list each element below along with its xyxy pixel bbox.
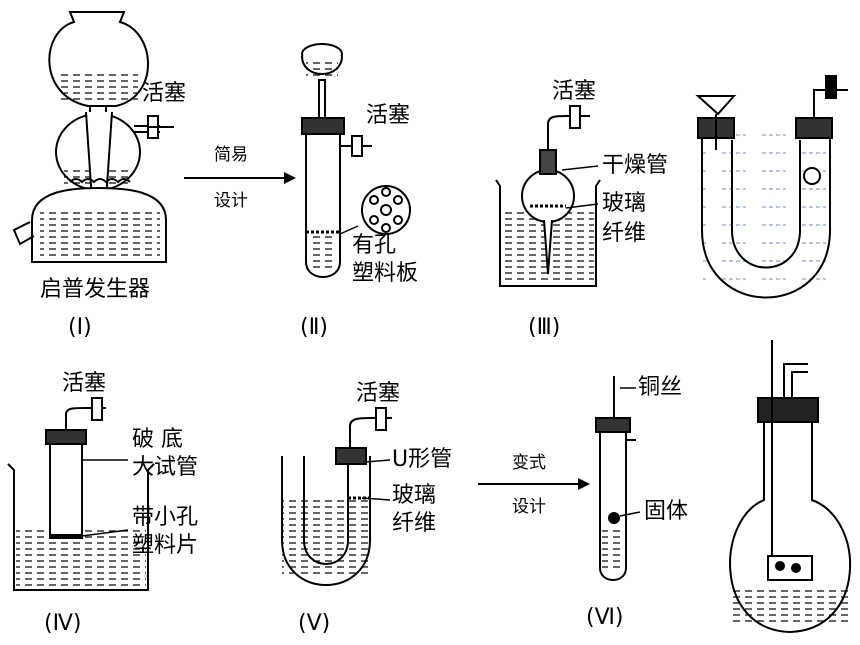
label-broken-tube-2: 大试管: [132, 455, 198, 480]
caption-v: (Ⅴ): [298, 611, 330, 636]
drying-tube-apparatus: [495, 105, 601, 287]
caption-i: (Ⅰ): [68, 315, 92, 340]
test-tube-copper-wire-apparatus: [595, 376, 636, 581]
broken-bottom-tube-apparatus: [7, 397, 155, 591]
arrow-variant-design: [478, 478, 590, 490]
label-glass-fiber-iii-1: 玻璃: [602, 191, 646, 216]
caption-ii: (Ⅱ): [300, 315, 328, 340]
label-broken-tube-1: 破 底: [132, 427, 183, 452]
label-glass-fiber-iii-2: 纤维: [602, 221, 646, 246]
label-kipp-generator: 启普发生器: [40, 277, 150, 302]
label-glass-fiber-v-2: 纤维: [392, 511, 436, 536]
label-simple: 简易: [214, 145, 248, 165]
label-stopcock-i: 活塞: [142, 81, 186, 106]
caption-vi: (Ⅵ): [586, 605, 623, 630]
label-glass-fiber-v-1: 玻璃: [392, 483, 436, 508]
label-leaders: [81, 165, 641, 537]
label-perforated-1: 有孔: [352, 233, 396, 258]
label-stopcock-iii: 活塞: [552, 79, 596, 104]
label-stopcock-v: 活塞: [356, 381, 400, 406]
label-u-tube: U形管: [392, 447, 452, 472]
label-small-hole-2: 塑料片: [132, 533, 198, 558]
caption-iv: (Ⅳ): [44, 611, 81, 636]
label-drying-tube: 干燥管: [602, 153, 668, 178]
u-tube-funnel-apparatus: [695, 75, 848, 299]
label-copper-wire: 铜丝: [638, 375, 682, 400]
label-variant: 变式: [512, 453, 546, 473]
label-perforated-2: 塑料板: [352, 261, 418, 286]
arrow-simple-design: [184, 172, 296, 184]
round-flask-apparatus: [729, 340, 852, 634]
label-stopcock-ii: 活塞: [366, 103, 410, 128]
kipp-generator: [12, 11, 174, 263]
label-small-hole-1: 带小孔: [132, 505, 198, 530]
label-stopcock-iv: 活塞: [62, 371, 106, 396]
caption-iii: (Ⅲ): [528, 315, 560, 340]
label-design-vi: 设计: [512, 497, 546, 517]
simple-design-tube: [301, 43, 411, 278]
label-solid: 固体: [644, 499, 688, 524]
u-tube-glass-fiber-apparatus: [281, 407, 392, 586]
label-design-ii: 设计: [214, 191, 248, 211]
